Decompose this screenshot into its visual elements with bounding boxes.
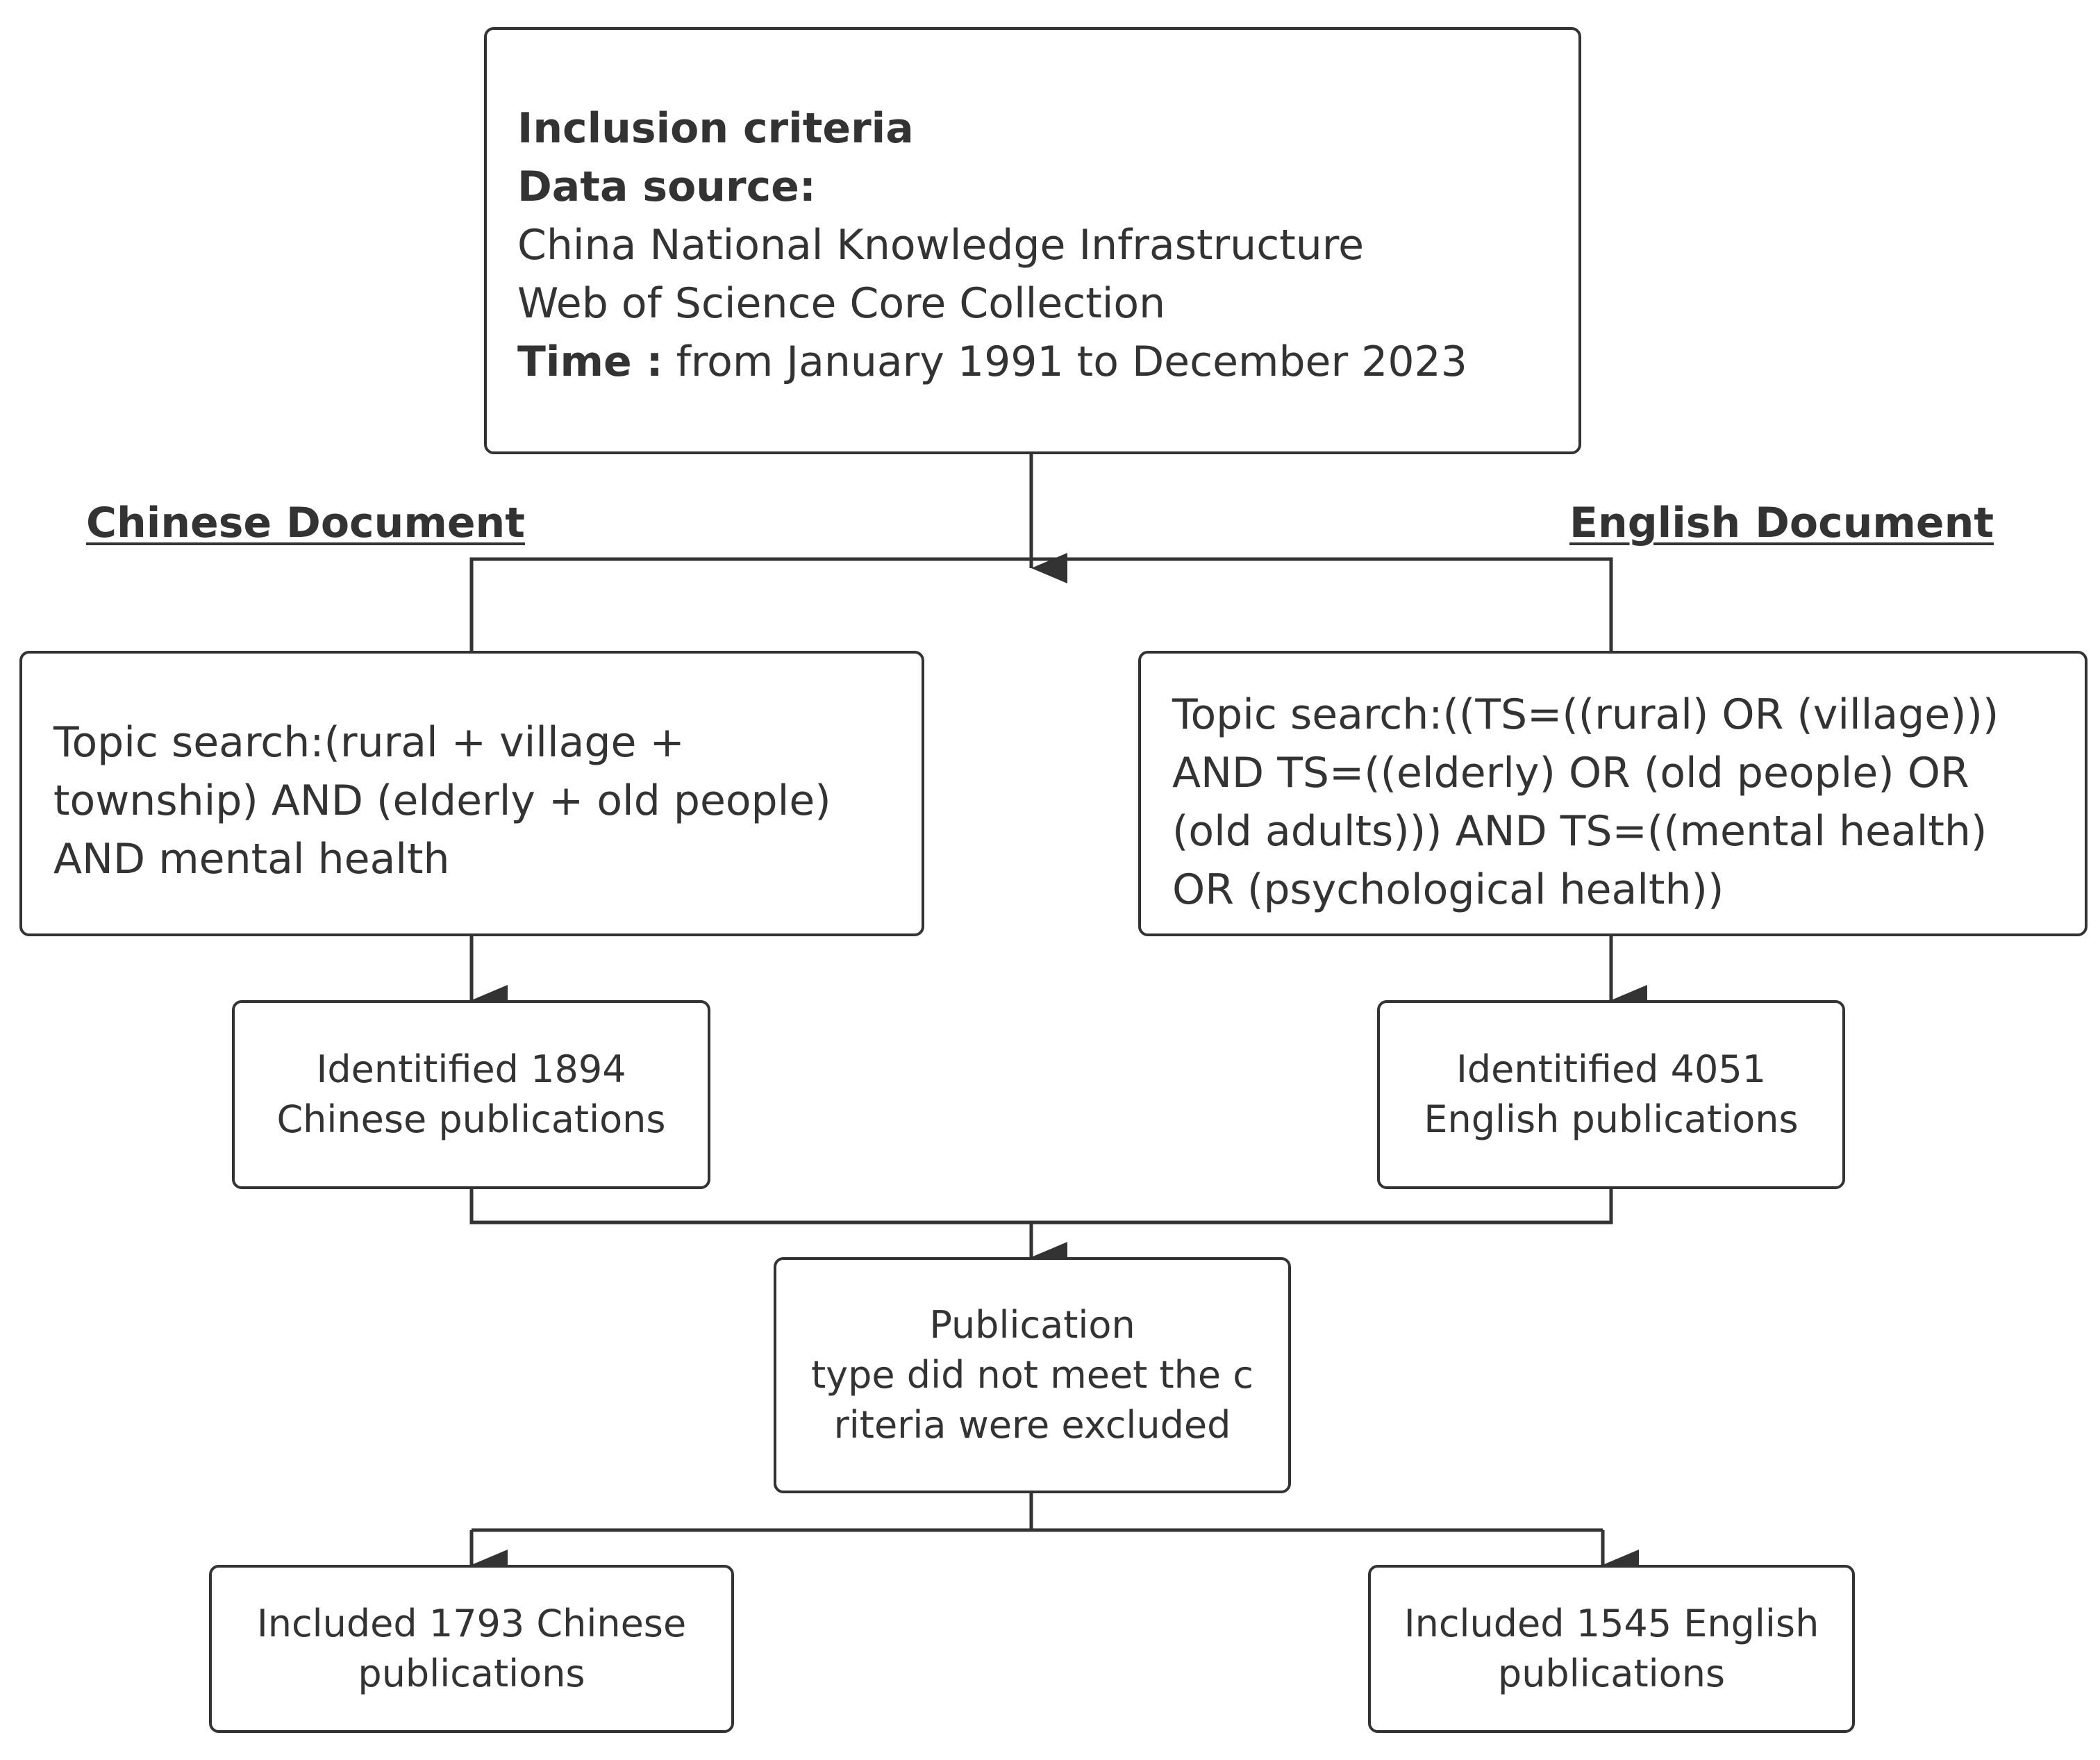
english-included-line: publications xyxy=(1497,1652,1726,1695)
data-source-label: Data source: xyxy=(517,163,816,211)
exclusion-line: Publication xyxy=(929,1303,1135,1347)
chinese-included-box: Included 1793 Chinese publications xyxy=(209,1565,734,1733)
english-identified-line: Identitified 4051 xyxy=(1456,1047,1767,1091)
chinese-identified-line: Chinese publications xyxy=(276,1097,666,1141)
chinese-search-line: AND mental health xyxy=(53,835,450,883)
chinese-topic-search-box: Topic search:(rural + village + township… xyxy=(19,651,924,936)
chinese-included-line: Included 1793 Chinese xyxy=(256,1602,687,1645)
data-source-cnki: China National Knowledge Infrastructure xyxy=(517,221,1365,269)
english-identified-line: English publications xyxy=(1424,1097,1799,1141)
chinese-document-heading: Chinese Document xyxy=(86,499,525,547)
chinese-identified-box: Identitified 1894 Chinese publications xyxy=(232,1000,710,1189)
inclusion-criteria-title: Inclusion criteria xyxy=(517,104,914,153)
english-search-line: OR (psychological health)) xyxy=(1172,865,1724,914)
english-included-line: Included 1545 English xyxy=(1403,1602,1819,1645)
chinese-identified-line: Identitified 1894 xyxy=(316,1047,626,1091)
exclusion-line: type did not meet the c xyxy=(811,1353,1253,1397)
english-search-line: AND TS=((elderly) OR (old people) OR xyxy=(1172,749,1969,797)
english-document-heading: English Document xyxy=(1569,499,1994,547)
chinese-search-line: township) AND (elderly + old people) xyxy=(53,777,831,825)
chinese-search-line: Topic search:(rural + village + xyxy=(53,718,685,767)
exclusion-line: riteria were excluded xyxy=(833,1403,1231,1447)
time-label: Time : xyxy=(517,338,663,386)
split-connector xyxy=(469,557,1613,651)
english-search-line: (old adults))) AND TS=((mental health) xyxy=(1172,807,1988,856)
time-line: Time : from January 1991 to December 202… xyxy=(517,333,1578,391)
data-source-wos: Web of Science Core Collection xyxy=(517,279,1166,328)
exclusion-box: Publication type did not meet the c rite… xyxy=(774,1257,1291,1493)
english-topic-search-box: Topic search:((TS=((rural) OR (village))… xyxy=(1138,651,2088,936)
time-value: from January 1991 to December 2023 xyxy=(662,338,1467,386)
english-included-box: Included 1545 English publications xyxy=(1368,1565,1855,1733)
inclusion-criteria-box: Inclusion criteria Data source: China Na… xyxy=(484,27,1581,454)
english-identified-box: Identitified 4051 English publications xyxy=(1377,1000,1845,1189)
english-search-line: Topic search:((TS=((rural) OR (village))… xyxy=(1172,690,1999,739)
chinese-included-line: publications xyxy=(358,1652,585,1695)
merge-connector xyxy=(469,1189,1613,1224)
